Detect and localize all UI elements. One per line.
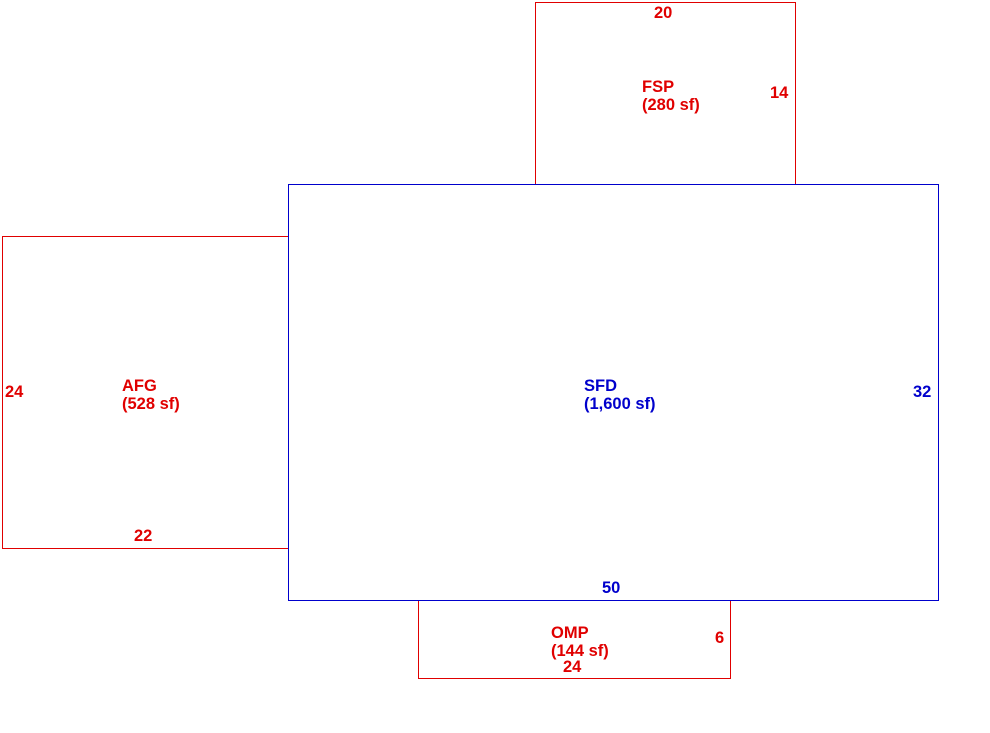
- room-fsp-depth-dimension: 14: [770, 84, 789, 102]
- room-omp-name: OMP: [551, 624, 589, 642]
- room-sfd-area: (1,600 sf): [584, 395, 656, 413]
- room-fsp-width-dimension: 20: [654, 4, 673, 22]
- room-afg-name: AFG: [122, 377, 157, 395]
- room-afg-width-dimension: 22: [134, 527, 153, 545]
- room-fsp-outline: [535, 2, 796, 185]
- room-omp-outline: [418, 600, 731, 679]
- room-omp-depth-dimension: 6: [715, 629, 725, 647]
- room-omp-area: (144 sf): [551, 642, 609, 660]
- room-afg-area: (528 sf): [122, 395, 180, 413]
- room-sfd-width-dimension: 50: [602, 579, 621, 597]
- room-sfd-outline: [288, 184, 939, 601]
- room-sfd-depth-dimension: 32: [913, 383, 932, 401]
- room-fsp-name: FSP: [642, 78, 675, 96]
- room-sfd-name: SFD: [584, 377, 617, 395]
- room-afg-depth-dimension: 24: [5, 383, 24, 401]
- room-afg-outline: [2, 236, 289, 549]
- room-omp-width-dimension: 24: [563, 658, 582, 676]
- room-fsp-area: (280 sf): [642, 96, 700, 114]
